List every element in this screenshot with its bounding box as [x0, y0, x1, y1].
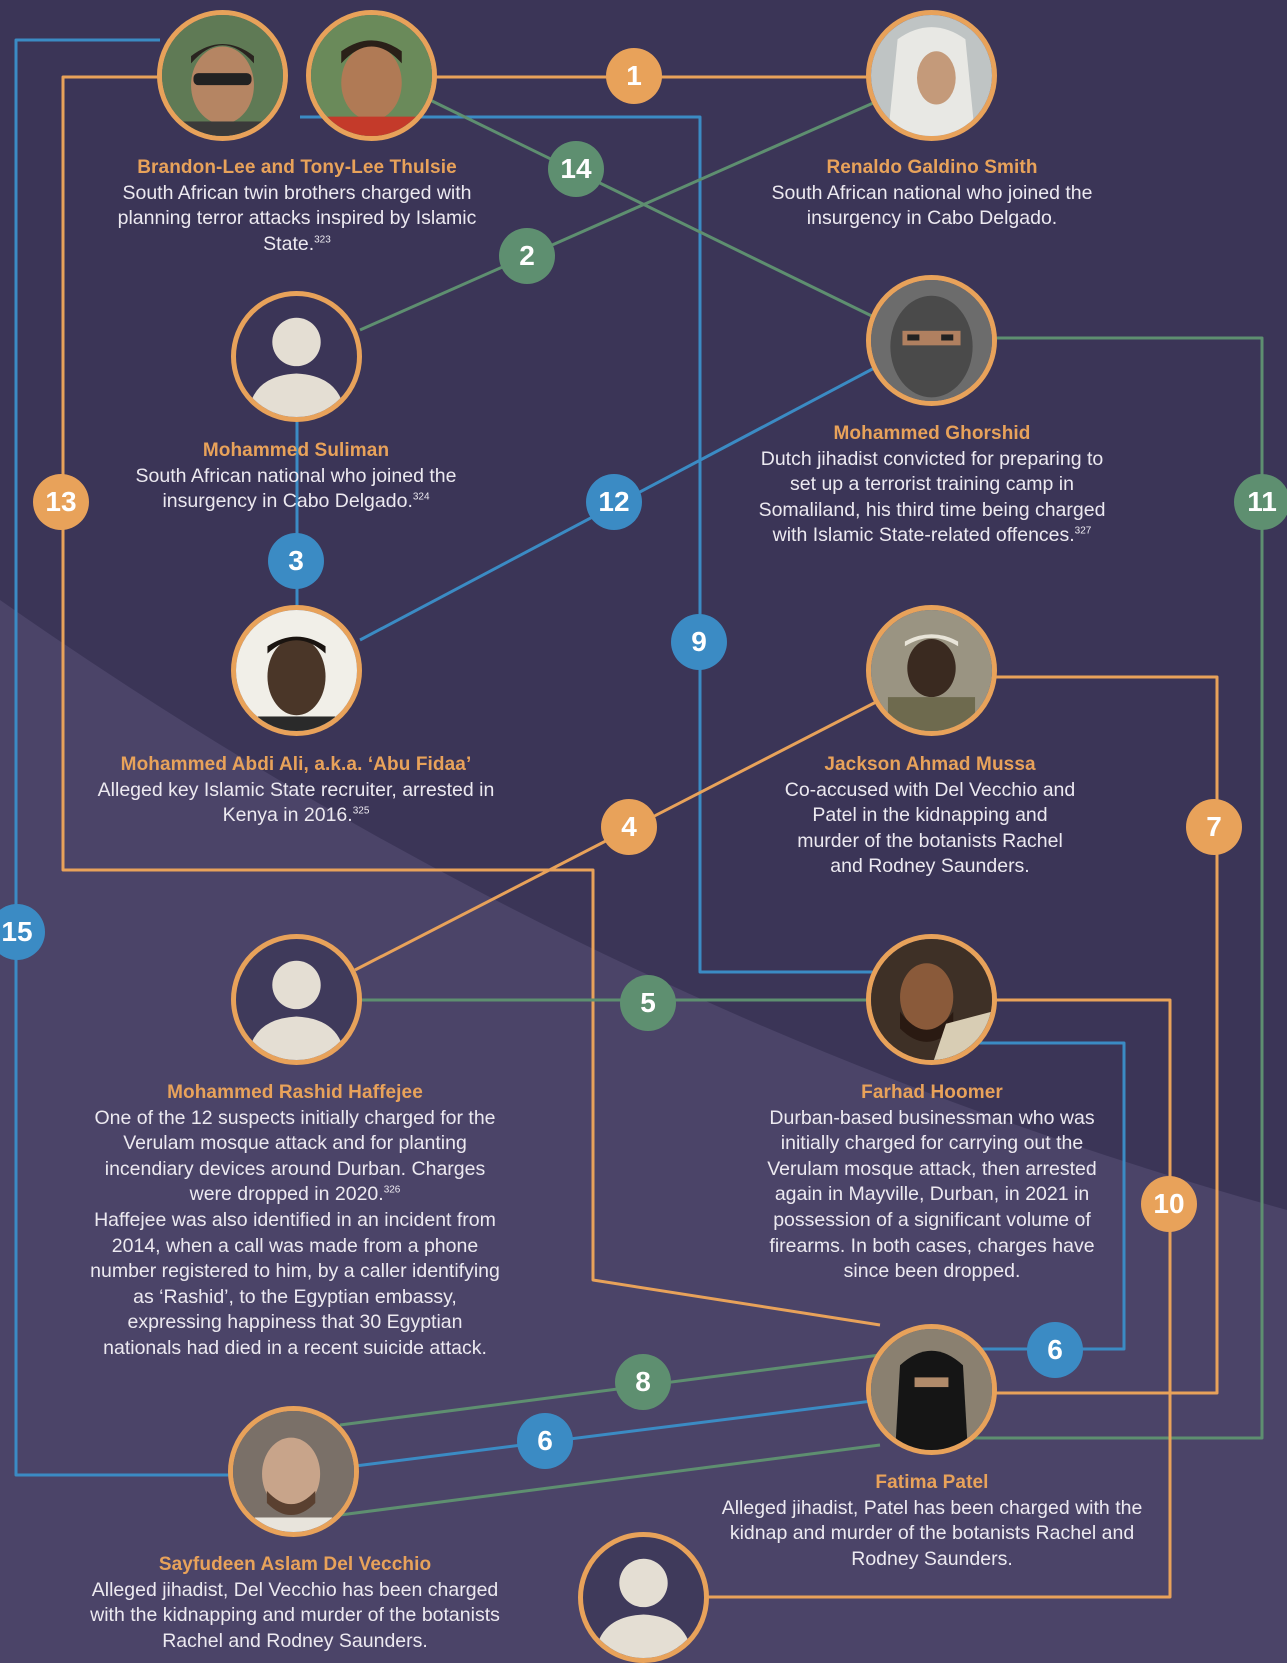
person-haffejee: Mohammed Rashid Haffejee One of the 12 s… — [90, 1080, 500, 1362]
link-line-6b — [354, 1398, 881, 1468]
person-description: Alleged key Islamic State recruiter, arr… — [97, 778, 495, 827]
portrait-suliman — [231, 291, 362, 422]
link-badge-15: 15 — [0, 904, 45, 960]
portrait-mussa — [866, 605, 997, 736]
link-badge-10: 10 — [1141, 1176, 1197, 1232]
person-name: Farhad Hoomer — [861, 1082, 1003, 1103]
person-name: Renaldo Galdino Smith — [826, 157, 1038, 178]
person-name: Fatima Patel — [875, 1472, 989, 1493]
person-patel: Fatima Patel Alleged jihadist, Patel has… — [720, 1470, 1144, 1572]
photo-icon — [871, 280, 992, 401]
link-badge-6b: 6 — [517, 1413, 573, 1469]
person-smith: Renaldo Galdino Smith South African nati… — [750, 155, 1114, 232]
photo-icon — [236, 610, 357, 731]
footnote-ref: 325 — [352, 805, 370, 817]
person-description: One of the 12 suspects initially charged… — [94, 1106, 496, 1206]
link-badge-14: 14 — [548, 141, 604, 197]
portrait-patel — [866, 1324, 997, 1455]
person-name: Mohammed Rashid Haffejee — [167, 1082, 423, 1103]
portrait-delvecchio — [228, 1406, 359, 1537]
person-ghorshid: Mohammed Ghorshid Dutch jihadist convict… — [756, 421, 1108, 549]
portrait-hoomer — [866, 934, 997, 1065]
person-name: Jackson Ahmad Mussa — [824, 754, 1036, 775]
portrait-haffejee — [231, 934, 362, 1065]
link-line-14 — [429, 98, 881, 322]
person-description: Co-accused with Del Vecchio and Patel in… — [784, 778, 1076, 878]
person-name: Mohammed Ghorshid — [833, 423, 1031, 444]
link-badge-7: 7 — [1186, 799, 1242, 855]
footnote-ref: 323 — [314, 234, 331, 246]
person-description: South African national who joined the in… — [771, 181, 1093, 230]
photo-icon — [871, 15, 992, 136]
person-description: Durban-based businessman who was initial… — [767, 1106, 1097, 1283]
link-badge-13: 13 — [33, 474, 89, 530]
silhouette-icon — [248, 960, 345, 1060]
person-hoomer: Farhad Hoomer Durban-based businessman w… — [754, 1080, 1110, 1285]
portrait-thulsie-1 — [157, 10, 288, 141]
person-thulsie: Brandon-Lee and Tony-Lee Thulsie South A… — [110, 155, 484, 257]
link-badge-5: 5 — [620, 975, 676, 1031]
photo-icon — [233, 1411, 354, 1532]
link-badge-4: 4 — [601, 799, 657, 855]
person-suliman: Mohammed Suliman South African national … — [116, 438, 476, 515]
portrait-thulsie-2 — [306, 10, 437, 141]
person-description: Dutch jihadist convicted for preparing t… — [758, 447, 1106, 547]
link-badge-6: 6 — [1027, 1322, 1083, 1378]
portrait-unknown — [578, 1532, 709, 1663]
person-description: South African twin brothers charged with… — [117, 181, 477, 255]
link-line-11 — [925, 336, 1264, 1440]
person-ali: Mohammed Abdi Ali, a.k.a. ‘Abu Fidaa’ Al… — [86, 752, 506, 829]
photo-icon — [871, 610, 992, 731]
link-badge-2: 2 — [499, 228, 555, 284]
link-line-8 — [339, 1353, 881, 1427]
link-badge-12: 12 — [586, 474, 642, 530]
footnote-ref: 327 — [1074, 525, 1092, 537]
link-badge-8: 8 — [615, 1354, 671, 1410]
link-badge-11: 11 — [1234, 474, 1287, 530]
portrait-smith — [866, 10, 997, 141]
person-description: Alleged jihadist, Patel has been charged… — [721, 1496, 1143, 1570]
person-name: Mohammed Abdi Ali, a.k.a. ‘Abu Fidaa’ — [120, 754, 472, 775]
footnote-ref: 326 — [383, 1184, 401, 1196]
silhouette-icon — [248, 317, 345, 417]
footnote-ref: 324 — [412, 491, 430, 503]
link-line-10 — [700, 998, 1172, 1599]
link-line-7 — [995, 675, 1219, 1395]
photo-icon — [871, 1329, 992, 1450]
person-description: South African national who joined the in… — [135, 464, 457, 513]
person-name: Sayfudeen Aslam Del Vecchio — [158, 1554, 432, 1575]
photo-icon — [162, 15, 283, 136]
link-line-8b — [339, 1443, 881, 1517]
person-delvecchio: Sayfudeen Aslam Del Vecchio Alleged jiha… — [72, 1552, 518, 1654]
link-line-9 — [300, 115, 880, 974]
photo-icon — [871, 939, 992, 1060]
link-badge-9: 9 — [671, 614, 727, 670]
person-description: Alleged jihadist, Del Vecchio has been c… — [90, 1578, 500, 1652]
person-name: Mohammed Suliman — [202, 440, 390, 461]
link-line-15 — [14, 38, 295, 1477]
portrait-ghorshid — [866, 275, 997, 406]
link-line-2 — [359, 98, 881, 332]
link-badge-3: 3 — [268, 533, 324, 589]
silhouette-icon — [595, 1558, 692, 1658]
person-mussa: Jackson Ahmad Mussa Co-accused with Del … — [780, 752, 1080, 880]
link-line-13 — [61, 75, 881, 1327]
portrait-ali — [231, 605, 362, 736]
person-description-extra: Haffejee was also identified in an incid… — [90, 1208, 500, 1359]
photo-icon — [311, 15, 432, 136]
person-name: Brandon-Lee and Tony-Lee Thulsie — [137, 157, 457, 178]
link-badge-1: 1 — [606, 48, 662, 104]
